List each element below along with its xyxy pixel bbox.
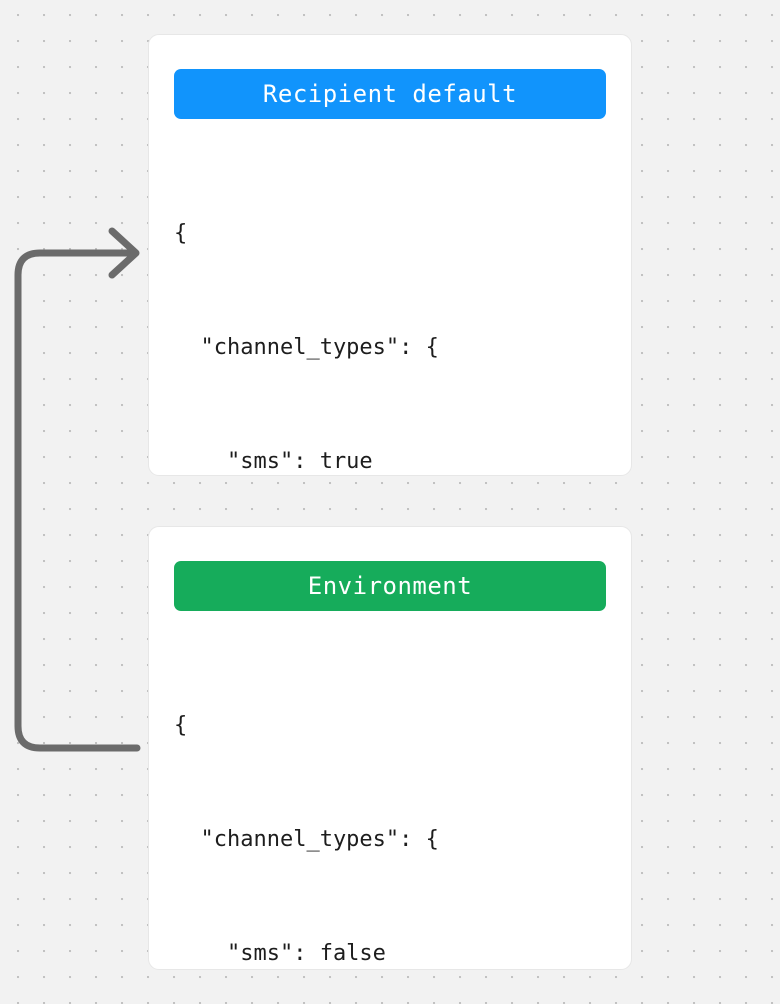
card-header-environment: Environment	[174, 561, 606, 611]
arrow-connector	[14, 227, 141, 752]
code-line: {	[174, 221, 188, 246]
code-line: "channel_types": {	[174, 827, 439, 852]
card-header-label: Environment	[307, 572, 473, 600]
card-header-recipient-default: Recipient default	[174, 69, 606, 119]
code-block-environment: { "channel_types": { "sms": false }, "ca…	[174, 631, 606, 1004]
code-line: "sms": false	[174, 941, 386, 966]
arrow-head-icon	[108, 227, 140, 279]
code-line: "channel_types": {	[174, 335, 439, 360]
code-line: "sms": true	[174, 449, 373, 474]
code-line: {	[174, 713, 188, 738]
card-environment: Environment { "channel_types": { "sms": …	[148, 526, 632, 970]
arrow-path	[14, 249, 141, 752]
card-header-label: Recipient default	[262, 80, 518, 108]
card-recipient-default: Recipient default { "channel_types": { "…	[148, 34, 632, 930]
